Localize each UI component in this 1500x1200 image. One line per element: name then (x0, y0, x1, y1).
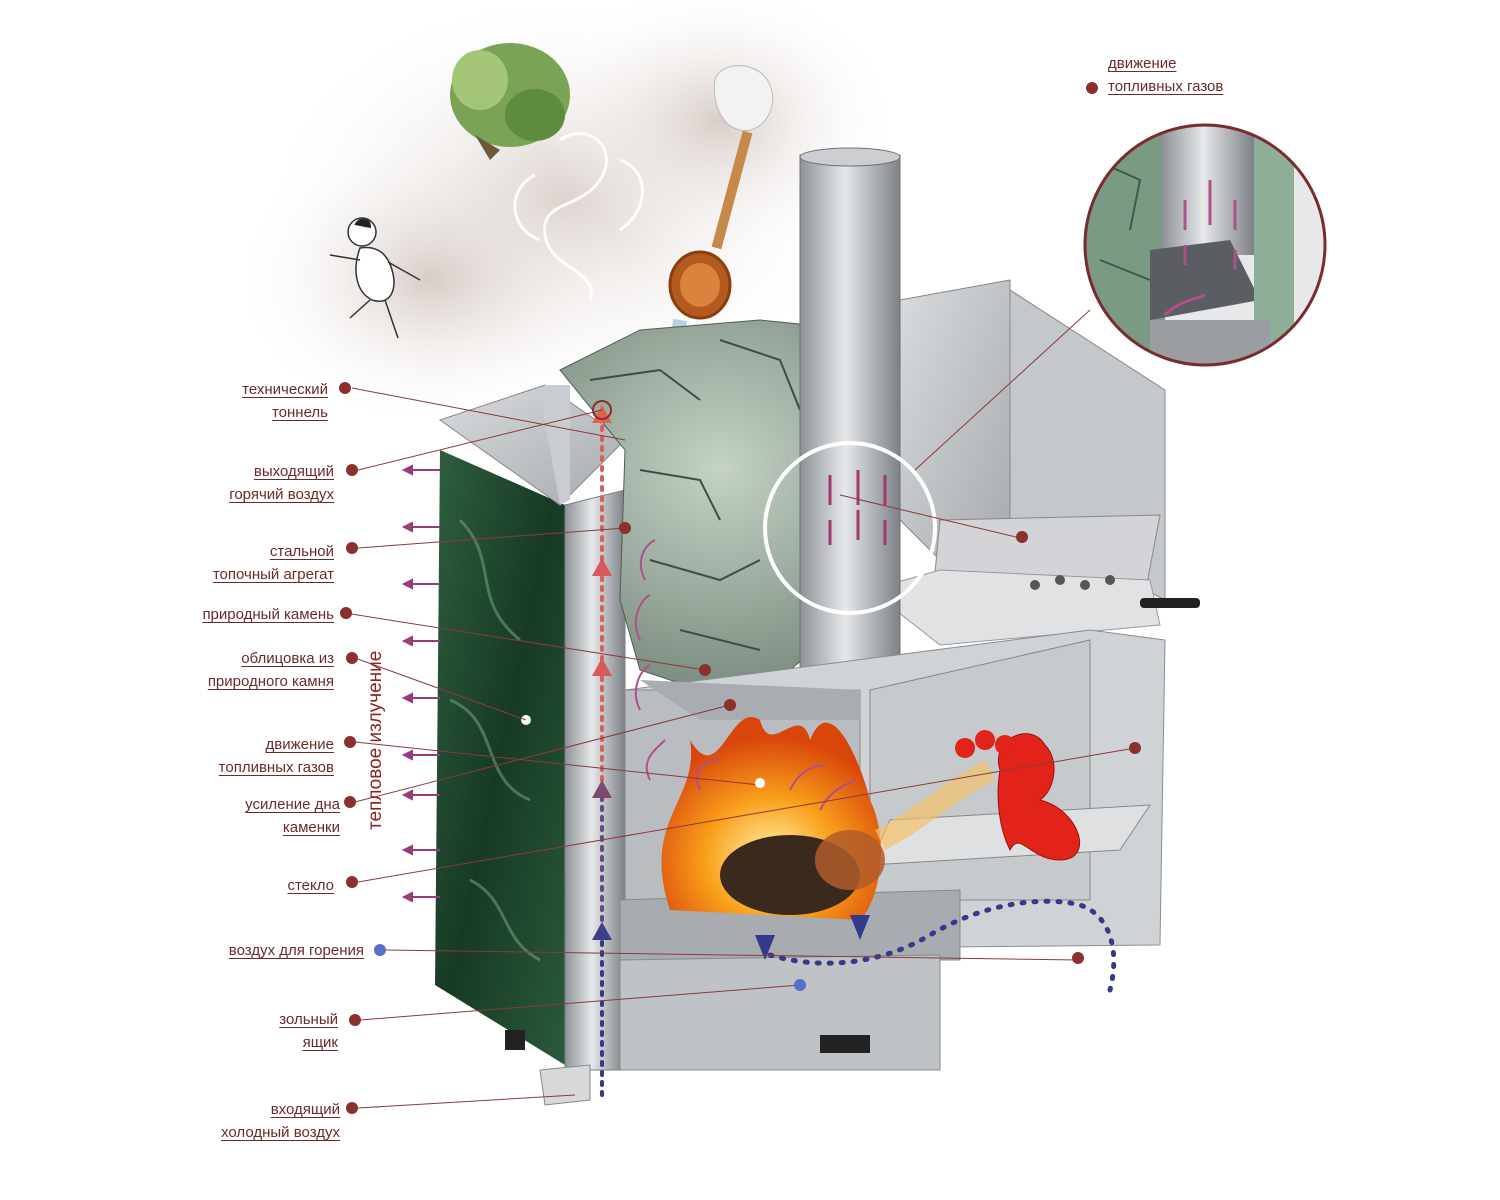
marker-dots (339, 82, 1141, 1114)
birch-broom-icon (450, 43, 570, 160)
chimney-icon (799, 147, 901, 676)
air-flow-channel (592, 400, 612, 1097)
steam-spirit-icon (513, 132, 644, 301)
label-natural-stone: природный камень (202, 606, 334, 623)
rear-panel (899, 279, 1011, 561)
inset-detail (1083, 123, 1327, 367)
ash-box (619, 954, 941, 1071)
detail-highlight-circle (763, 441, 937, 615)
leader-lines (344, 309, 1136, 1109)
dragon-icon (955, 730, 1081, 861)
combustion-air-flow (755, 898, 1117, 993)
gas-flow-arrows (634, 539, 856, 811)
label-glass: стекло (287, 877, 334, 894)
front-steel-column (564, 489, 626, 1071)
sauna-man-icon (329, 217, 421, 339)
heat-radiation-arrows (401, 464, 440, 903)
label-heat-radiation: тепловое излучение (365, 650, 386, 830)
fire (661, 717, 996, 920)
label-combustion-air: воздух для горения (228, 942, 364, 959)
